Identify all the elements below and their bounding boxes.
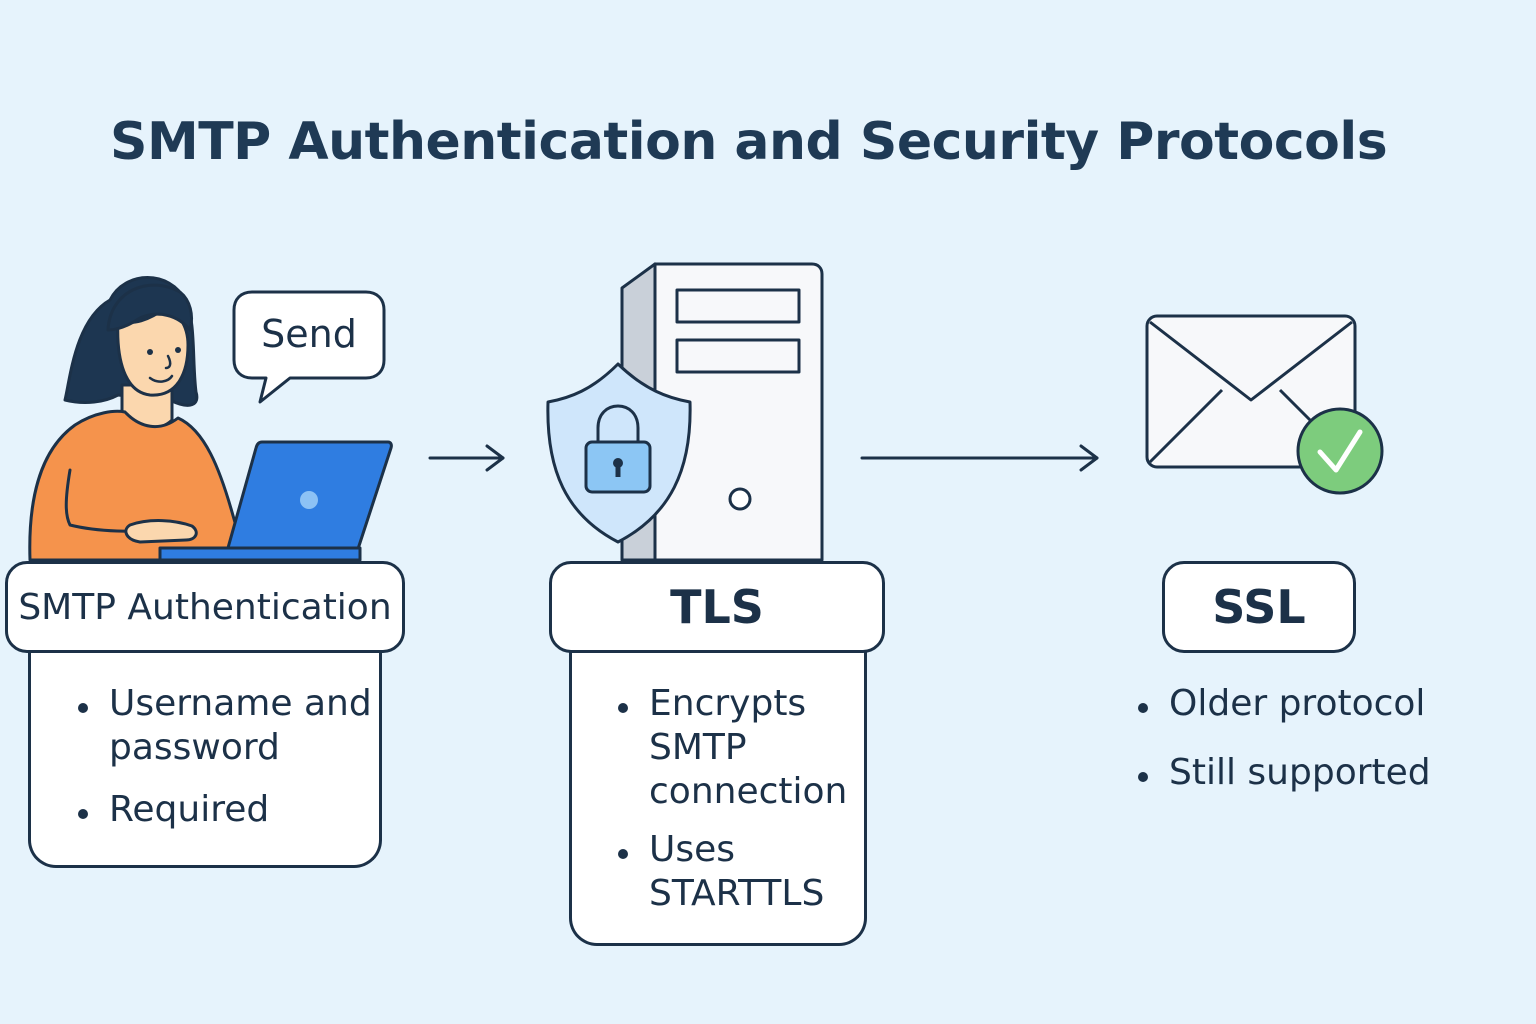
smtp-auth-panel: Username and password Required xyxy=(28,630,382,868)
laptop-icon xyxy=(158,440,393,562)
arrow-right-icon xyxy=(428,444,505,472)
ssl-label: SSL xyxy=(1162,561,1356,653)
bullet-item: Username and password xyxy=(78,683,372,768)
bullet-item: Uses STARTTLS xyxy=(617,829,825,914)
bullet-item: Older protocol xyxy=(1137,683,1426,724)
smtp-auth-label-text: SMTP Authentication xyxy=(18,586,392,628)
tls-label: TLS xyxy=(549,561,885,653)
server-icon xyxy=(620,262,824,562)
speech-bubble xyxy=(232,290,386,404)
bullet-item: Required xyxy=(77,789,270,830)
checkmark-icon xyxy=(1296,407,1384,495)
person-icon xyxy=(28,276,242,562)
ssl-label-text: SSL xyxy=(1212,580,1306,634)
bullet-item: Encrypts SMTP connection xyxy=(617,683,848,812)
speech-bubble-text: Send xyxy=(261,312,357,356)
tls-panel: Encrypts SMTP connection Uses STARTTLS xyxy=(569,630,867,946)
bullet-item: Still supported xyxy=(1138,752,1431,793)
arrow-right-icon xyxy=(860,444,1099,472)
smtp-auth-label: SMTP Authentication xyxy=(5,561,405,653)
tls-label-text: TLS xyxy=(670,580,764,634)
page-title: SMTP Authentication and Security Protoco… xyxy=(110,112,1388,172)
padlock-icon xyxy=(584,404,652,494)
